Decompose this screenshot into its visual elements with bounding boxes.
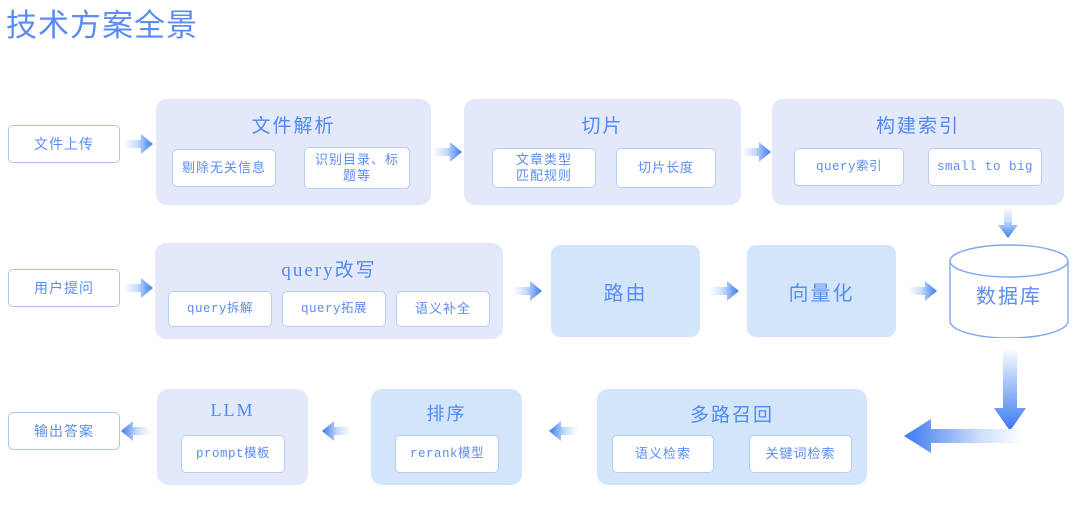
group-llm[interactable]: LLM prompt模板 <box>157 389 308 485</box>
chip-semantic-completion[interactable]: 语义补全 <box>396 291 490 327</box>
chip-query-expand[interactable]: query拓展 <box>282 291 386 327</box>
arrow-question-to-rewrite <box>124 277 154 299</box>
group-multi-recall-title: 多路召回 <box>689 405 774 426</box>
node-database[interactable]: 数据库 <box>948 244 1070 338</box>
group-llm-title: LLM <box>210 400 255 420</box>
arrow-chunk-to-index <box>742 141 772 163</box>
arrow-vector-to-database <box>908 280 938 302</box>
group-query-rewrite-title: query改写 <box>281 260 377 281</box>
group-chunking-title: 切片 <box>581 116 624 137</box>
chip-chunk-length[interactable]: 切片长度 <box>616 148 716 188</box>
chip-article-type-rules[interactable]: 文章类型 匹配规则 <box>492 148 596 188</box>
node-routing[interactable]: 路由 <box>551 245 700 337</box>
group-file-parsing-title: 文件解析 <box>251 116 336 137</box>
arrow-database-down <box>993 348 1027 432</box>
node-vectorization[interactable]: 向量化 <box>747 245 896 337</box>
group-chunking[interactable]: 切片 文章类型 匹配规则 切片长度 <box>464 99 741 205</box>
chip-prompt-template[interactable]: prompt模板 <box>181 435 285 473</box>
node-vectorization-label: 向量化 <box>788 282 855 305</box>
group-ranking[interactable]: 排序 rerank模型 <box>371 389 522 485</box>
node-routing-label: 路由 <box>603 282 648 305</box>
chip-query-decompose[interactable]: query拆解 <box>168 291 272 327</box>
arrow-database-to-recall <box>903 418 1023 454</box>
arrow-recall-to-rank <box>548 420 578 442</box>
node-user-question[interactable]: 用户提问 <box>8 269 120 307</box>
node-user-question-label: 用户提问 <box>34 282 94 297</box>
node-output-answer[interactable]: 输出答案 <box>8 412 120 450</box>
node-file-upload[interactable]: 文件上传 <box>8 125 120 163</box>
arrow-rank-to-llm <box>321 420 351 442</box>
chip-rerank-model[interactable]: rerank模型 <box>395 435 499 473</box>
arrow-rewrite-to-route <box>513 280 543 302</box>
arrow-upload-to-parse <box>124 133 154 155</box>
chip-query-index[interactable]: query索引 <box>794 148 904 186</box>
group-build-index[interactable]: 构建索引 query索引 small to big <box>772 99 1064 205</box>
arrow-parse-to-chunk <box>433 141 463 163</box>
arrow-llm-to-output <box>120 420 150 442</box>
group-build-index-title: 构建索引 <box>875 116 960 137</box>
page-title: 技术方案全景 <box>6 8 198 43</box>
arrow-route-to-vector <box>710 280 740 302</box>
group-file-parsing[interactable]: 文件解析 剔除无关信息 识别目录、标题等 <box>156 99 431 205</box>
chip-remove-irrelevant[interactable]: 剔除无关信息 <box>172 149 276 187</box>
chip-semantic-search[interactable]: 语义检索 <box>612 435 714 473</box>
chip-keyword-search[interactable]: 关键词检索 <box>749 435 852 473</box>
chip-small-to-big[interactable]: small to big <box>928 148 1042 186</box>
node-file-upload-label: 文件上传 <box>34 138 94 153</box>
group-query-rewrite[interactable]: query改写 query拆解 query拓展 语义补全 <box>155 243 503 339</box>
node-output-answer-label: 输出答案 <box>34 425 94 440</box>
group-multi-recall[interactable]: 多路召回 语义检索 关键词检索 <box>597 389 867 485</box>
group-ranking-title: 排序 <box>426 404 467 424</box>
node-database-label: 数据库 <box>976 286 1042 308</box>
arrow-index-to-database <box>997 207 1019 239</box>
chip-identify-toc-title[interactable]: 识别目录、标题等 <box>304 147 410 189</box>
